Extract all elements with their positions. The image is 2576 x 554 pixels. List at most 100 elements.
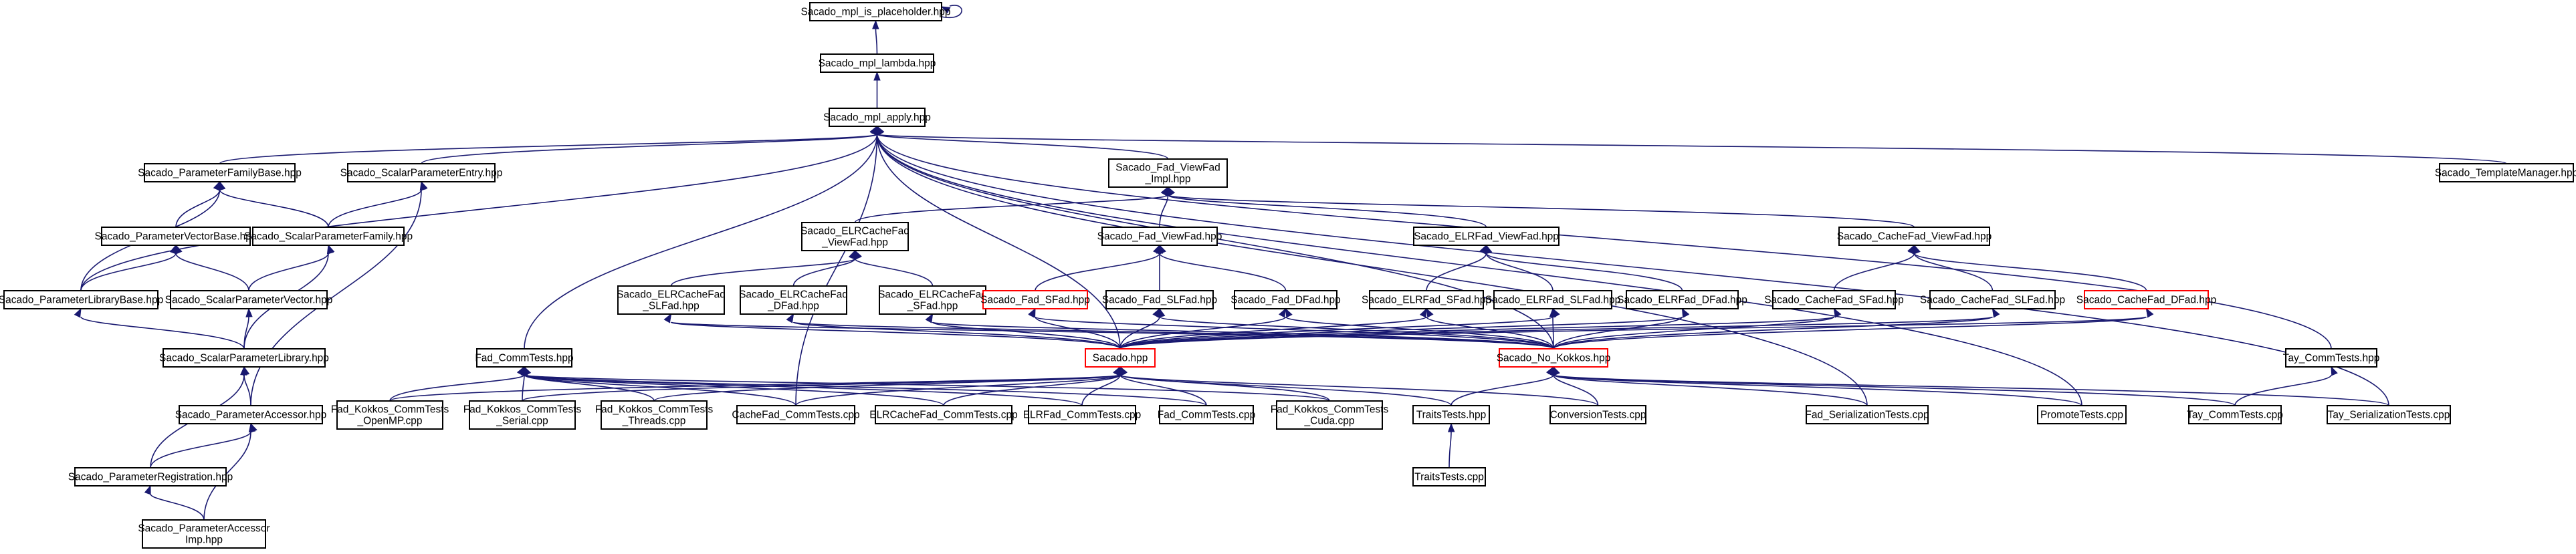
node-tayct[interactable]: Tay_CommTests.cpp	[2187, 405, 2283, 424]
edge-apply-to-fadser	[870, 125, 1868, 406]
node-label: Sacado_ParameterVectorBase.hpp	[95, 231, 257, 243]
node-fkc_cuda[interactable]: Fad_Kokkos_CommTests_Cuda.cpp	[1271, 400, 1389, 430]
node-fkc_ser[interactable]: Fad_Kokkos_CommTests_Serial.cpp	[463, 400, 582, 430]
node-fvfi[interactable]: Sacado_Fad_ViewFad_Impl.hpp	[1108, 158, 1228, 188]
arrowhead	[1419, 307, 1427, 318]
node-elrcvf[interactable]: Sacado_ELRCacheFad_ViewFad.hpp	[800, 222, 909, 251]
node-box	[829, 108, 926, 127]
node-spf[interactable]: Sacado_ScalarParameterFamily.hpp	[244, 227, 413, 246]
node-box	[1929, 290, 2056, 309]
node-label: CacheFad_CommTests.cpp	[732, 410, 859, 421]
node-nokk[interactable]: Sacado_No_Kokkos.hpp	[1497, 348, 1611, 368]
node-elrc_sfad2[interactable]: Sacado_ELRCacheFad_SFad.hpp	[878, 285, 987, 315]
arrowhead	[872, 19, 879, 29]
node-plb[interactable]: Sacado_ParameterLibraryBase.hpp	[0, 290, 163, 309]
arrowhead	[1278, 307, 1287, 318]
arrowhead	[517, 366, 525, 376]
node-label: ConversionTests.cpp	[1550, 410, 1646, 421]
node-fadser[interactable]: Fad_SerializationTests.cpp	[1805, 405, 1929, 424]
edge-line	[1553, 374, 2389, 406]
node-label: ELRCacheFad_CommTests.cpp	[869, 410, 1017, 421]
node-pfb[interactable]: Sacado_ParameterFamilyBase.hpp	[138, 163, 302, 182]
edge-line	[1119, 316, 1683, 350]
node-elrvf[interactable]: Sacado_ELRFad_ViewFad.hpp	[1413, 227, 1560, 246]
node-traits_h[interactable]: TraitsTests.hpp	[1412, 405, 1490, 424]
edge-apply-to-sacado	[871, 125, 1121, 350]
node-box	[74, 467, 227, 487]
edge-line	[80, 316, 245, 350]
node-elrc_dfad[interactable]: Sacado_ELRCacheFad_DFad.hpp	[739, 285, 848, 315]
edge-line	[175, 253, 249, 291]
node-fad_sfad[interactable]: Sacado_Fad_SFad.hpp	[980, 290, 1090, 309]
node-sacado[interactable]: Sacado.hpp	[1085, 348, 1156, 368]
edge-placeholder-to-placeholder	[940, 5, 962, 19]
arrowhead	[219, 180, 226, 191]
node-elrcfct[interactable]: ELRCacheFad_CommTests.cpp	[869, 405, 1018, 424]
edge-line	[2234, 374, 2332, 406]
node-tm[interactable]: Sacado_TemplateManager.hpp	[2435, 163, 2576, 182]
node-cf_slfad[interactable]: Sacado_CacheFad_SLFad.hpp	[1920, 290, 2065, 309]
arrowhead	[2145, 307, 2154, 318]
node-label: TraitsTests.cpp	[1414, 472, 1484, 483]
edge-nokk-to-tayct	[1546, 366, 2236, 406]
edge-line	[1553, 316, 1994, 350]
node-apply[interactable]: Sacado_mpl_apply.hpp	[823, 108, 931, 127]
arrowhead	[245, 307, 253, 317]
edge-apply-to-spe	[421, 125, 885, 164]
edge-line	[854, 194, 1169, 223]
edge-line	[243, 374, 251, 406]
node-label: Sacado_mpl_apply.hpp	[823, 112, 931, 124]
node-traits_c[interactable]: TraitsTests.cpp	[1412, 467, 1486, 487]
node-elrfct[interactable]: ELRFad_CommTests.cpp	[1023, 405, 1142, 424]
node-placeholder[interactable]: Sacado_mpl_is_placeholder.hpp	[800, 2, 951, 21]
node-fad_slfad[interactable]: Sacado_Fad_SLFad.hpp	[1102, 290, 1217, 309]
node-pvb[interactable]: Sacado_ParameterVectorBase.hpp	[95, 227, 257, 246]
node-box	[1412, 405, 1490, 424]
node-cf_dfad[interactable]: Sacado_CacheFad_DFad.hpp	[2076, 290, 2216, 309]
edge-line	[1081, 374, 1121, 406]
edge-apply-to-fvfi	[869, 125, 1169, 160]
arrowhead	[1546, 366, 1554, 376]
node-pr[interactable]: Sacado_ParameterRegistration.hpp	[68, 467, 233, 487]
edge-nokk-to-traits_h	[1451, 366, 1560, 406]
node-fct[interactable]: Fad_CommTests.hpp	[475, 348, 574, 368]
edge-cf_dfad-to-nokk	[1553, 307, 2154, 350]
edge-line	[653, 374, 1121, 402]
node-pa[interactable]: Sacado_ParameterAccessor.hpp	[175, 405, 327, 424]
node-label: _OpenMP.cpp	[356, 416, 422, 427]
node-fkc_thr[interactable]: Fad_Kokkos_CommTests_Threads.cpp	[595, 400, 714, 430]
node-label: Sacado_CacheFad_SLFad.hpp	[1920, 295, 2065, 306]
node-spe[interactable]: Sacado_ScalarParameterEntry.hpp	[340, 163, 503, 182]
edge-line	[203, 431, 251, 521]
node-spv[interactable]: Sacado_ScalarParameterVector.hpp	[165, 290, 333, 309]
node-tayser[interactable]: Tay_SerializationTests.cpp	[2327, 405, 2451, 424]
node-cf_sfad[interactable]: Sacado_CacheFad_SFad.hpp	[1764, 290, 1904, 309]
node-cvf[interactable]: Sacado_CacheFad_ViewFad.hpp	[1837, 227, 1992, 246]
node-promote[interactable]: PromoteTests.cpp	[2037, 405, 2127, 424]
node-box	[1626, 290, 1739, 309]
arrowhead	[1285, 307, 1293, 318]
edge-line	[328, 189, 422, 228]
node-lambda[interactable]: Sacado_mpl_lambda.hpp	[819, 53, 936, 73]
node-label: Sacado_mpl_is_placeholder.hpp	[800, 7, 950, 18]
node-box	[179, 405, 323, 424]
node-elr_dfad[interactable]: Sacado_ELRFad_DFad.hpp	[1617, 290, 1747, 309]
node-fvf[interactable]: Sacado_Fad_ViewFad.hpp	[1097, 227, 1222, 246]
node-fad_dfad[interactable]: Sacado_Fad_DFad.hpp	[1230, 290, 1341, 309]
node-tay_ct[interactable]: Tay_CommTests.hpp	[2283, 348, 2380, 368]
node-fkc_omp[interactable]: Fad_Kokkos_CommTests_OpenMP.cpp	[331, 400, 449, 430]
node-elr_sfad[interactable]: Sacado_ELRFad_SFad.hpp	[1362, 290, 1491, 309]
edge-line	[150, 431, 251, 468]
node-fctc[interactable]: Fad_CommTests.cpp	[1158, 405, 1255, 424]
node-conv[interactable]: ConversionTests.cpp	[1549, 405, 1646, 424]
node-spl[interactable]: Sacado_ScalarParameterLibrary.hpp	[159, 348, 329, 368]
node-label: _ViewFad.hpp	[821, 237, 888, 249]
node-label: Fad_Kokkos_CommTests	[463, 404, 582, 416]
node-elrc_sfad[interactable]: Sacado_ELRCacheFad_SLFad.hpp	[617, 285, 726, 315]
edge-line	[876, 134, 2507, 164]
node-cfct[interactable]: CacheFad_CommTests.cpp	[732, 405, 860, 424]
node-elr_slfad[interactable]: Sacado_ELRFad_SLFad.hpp	[1485, 290, 1621, 309]
edge-line	[524, 374, 1330, 402]
node-box	[1085, 348, 1156, 368]
